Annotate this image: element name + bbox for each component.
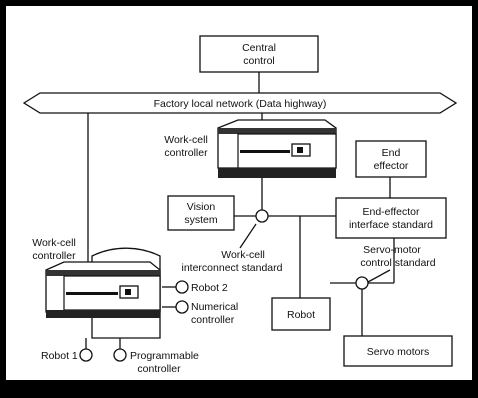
servo-motor-control-node	[356, 277, 368, 289]
end-effector-interface-line2: interface standard	[349, 219, 433, 231]
vision-system-line2: system	[184, 214, 218, 226]
servo-motors-box: Servo motors	[344, 336, 452, 366]
servo-motor-control-line2: control standard	[360, 257, 435, 269]
workcell-interconnect-line2: interconnect standard	[182, 262, 283, 274]
workcell-interconnect-line1: Work-cell	[221, 249, 265, 261]
servo-motor-control-line1: Servo-motor	[363, 244, 421, 256]
end-effector-line1: End	[382, 147, 401, 159]
workcell-controller-top-line2: controller	[164, 147, 208, 159]
programmable-controller-line2: controller	[137, 363, 181, 375]
robot-box: Robot	[272, 298, 330, 330]
numerical-controller-node	[176, 301, 188, 313]
factory-network-bus: Factory local network (Data highway)	[24, 93, 456, 113]
programmable-controller-line1: Programmable	[130, 350, 199, 362]
end-effector-interface-box: End-effector interface standard	[336, 198, 446, 238]
workcell-controller-left-line2: controller	[32, 250, 76, 262]
network-label: Factory local network (Data highway)	[154, 98, 327, 110]
robot-2-node	[176, 281, 188, 293]
workcell-controller-top-label: Work-cell controller	[164, 134, 208, 159]
robot-label: Robot	[287, 309, 315, 321]
workcell-controller-left-label: Work-cell controller	[32, 237, 76, 262]
workcell-controller-top-line1: Work-cell	[164, 134, 208, 146]
numerical-controller-line1: Numerical	[191, 301, 238, 313]
central-control-line1: Central	[242, 42, 276, 54]
servo-motors-label: Servo motors	[367, 346, 429, 358]
robot-1-node	[80, 349, 92, 361]
central-control-line2: control	[243, 55, 275, 67]
workcell-controller-top-device	[218, 120, 336, 178]
robot-2-label: Robot 2	[191, 282, 228, 294]
vision-system-line1: Vision	[187, 201, 216, 213]
workcell-interconnect-node	[256, 210, 268, 222]
end-effector-box: End effector	[356, 141, 426, 177]
end-effector-line2: effector	[374, 160, 409, 172]
programmable-controller-node	[114, 349, 126, 361]
central-control-box: Central control	[200, 36, 318, 72]
vision-system-box: Vision system	[168, 196, 234, 230]
workcell-controller-left-line1: Work-cell	[32, 237, 76, 249]
end-effector-interface-line1: End-effector	[362, 206, 420, 218]
robot-1-label: Robot 1	[41, 350, 78, 362]
numerical-controller-line2: controller	[191, 314, 235, 326]
